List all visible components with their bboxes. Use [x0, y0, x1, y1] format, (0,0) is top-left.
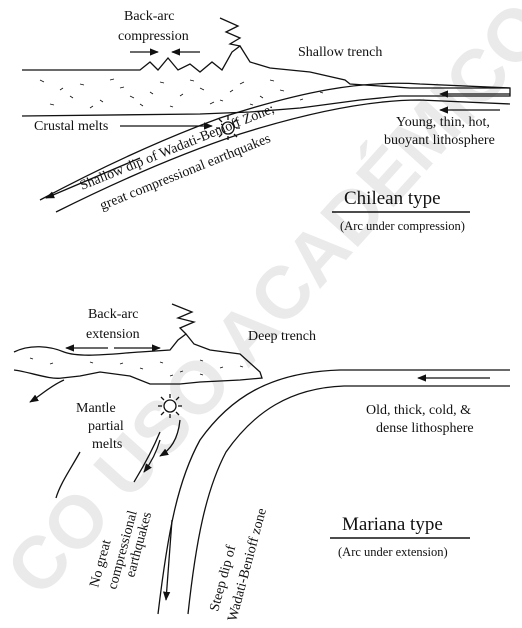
mariana-mantle-label-3: melts: [92, 437, 122, 452]
mariana-extension-label: extension: [86, 327, 140, 342]
mariana-slab-down-arrow: [166, 520, 172, 600]
mariana-volcano-zigzag: [172, 304, 194, 334]
mantle-flow-arrow-1: [30, 380, 64, 402]
chilean-young-label-2: buoyant lithosphere: [384, 133, 495, 148]
mariana-title: Mariana type: [342, 514, 443, 535]
mariana-subtitle: (Arc under extension): [338, 545, 448, 559]
mariana-old-label-1: Old, thick, cold, &: [366, 403, 471, 418]
chilean-subtitle: (Arc under compression): [340, 219, 465, 233]
mariana-old-label-2: dense lithosphere: [376, 421, 474, 436]
chilean-back-arc-label: Back-arc: [124, 9, 175, 24]
mariana-mantle-label-2: partial: [88, 419, 124, 434]
chilean-crustal-melts-label: Crustal melts: [34, 119, 108, 134]
chilean-compression-label: compression: [118, 29, 189, 44]
chilean-young-label-1: Young, thin, hot,: [396, 115, 490, 130]
chilean-crust-texture: [40, 79, 323, 108]
mariana-mantle-label-1: Mantle: [76, 401, 116, 416]
mariana-deep-trench-label: Deep trench: [248, 329, 316, 344]
chilean-shallow-trench-label: Shallow trench: [298, 45, 382, 60]
mariana-back-arc-label: Back-arc: [88, 307, 139, 322]
chilean-title: Chilean type: [344, 188, 441, 209]
chilean-volcano-zigzag: [220, 18, 240, 46]
